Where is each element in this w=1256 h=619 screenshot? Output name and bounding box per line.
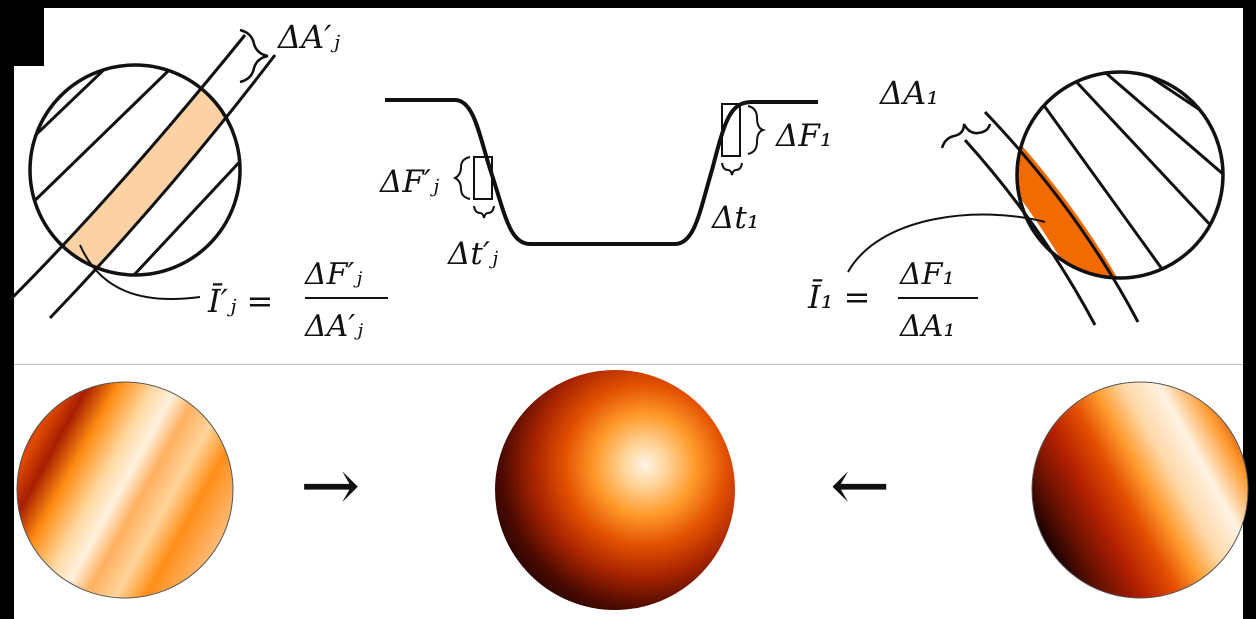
delta-f1-label: ΔF₁ xyxy=(775,118,832,154)
ingress-time-brace xyxy=(473,205,495,219)
light-curve-diagram: ΔF′ⱼ Δt′ⱼ ΔF₁ Δt₁ xyxy=(379,98,832,272)
eq-right-lhs: Ī₁ = xyxy=(807,278,870,316)
right-strip-upper-edge xyxy=(963,138,1097,326)
eq-right-numerator: ΔF₁ xyxy=(899,257,955,292)
delta-f-prime-label: ΔF′ⱼ xyxy=(379,164,440,200)
right-strip-lower-edge xyxy=(983,110,1140,323)
eq-left-denominator: ΔA′ⱼ xyxy=(304,309,363,344)
light-curve xyxy=(385,98,818,246)
panel-divider xyxy=(14,364,1243,365)
eq-left-numerator: ΔF′ⱼ xyxy=(304,257,362,292)
left-disk-outline xyxy=(28,63,242,277)
left-disk-diagram: ΔA′ⱼ Ī′ⱼ = ΔF′ⱼ ΔA′ⱼ xyxy=(8,18,388,344)
bottom-right-map xyxy=(1031,381,1249,599)
egress-step-box xyxy=(721,103,741,157)
delta-a1-label: ΔA₁ xyxy=(878,74,939,112)
right-disk-outline xyxy=(1015,70,1225,280)
eq-right-denominator: ΔA₁ xyxy=(899,309,955,344)
egress-time-brace xyxy=(721,162,743,176)
right-disk-diagram: ΔA₁ Ī₁ = ΔF₁ ΔA₁ xyxy=(807,70,1225,344)
left-light-strip xyxy=(30,65,240,275)
delta-a-prime-label: ΔA′ⱼ xyxy=(276,18,340,56)
left-pointer-line xyxy=(79,244,201,301)
arrow-left-glyph: ← xyxy=(830,443,890,527)
ingress-flux-brace xyxy=(452,156,471,200)
delta-t1-label: Δt₁ xyxy=(711,200,759,236)
right-pointer-line xyxy=(847,213,1046,273)
right-brace xyxy=(940,123,992,149)
delta-t-prime-label: Δt′ⱼ xyxy=(447,236,499,272)
corner-mask xyxy=(0,0,44,66)
left-brace xyxy=(239,28,269,84)
right-dark-region xyxy=(1017,110,1140,278)
bottom-center-map xyxy=(495,370,735,610)
eq-left-lhs: Ī′ⱼ = xyxy=(207,282,273,320)
egress-flux-brace xyxy=(747,105,767,155)
bottom-left-map xyxy=(16,381,234,599)
ingress-step-box xyxy=(473,156,493,200)
arrow-right-glyph: → xyxy=(300,443,360,527)
left-strip-lower-edge xyxy=(48,54,277,320)
left-strip-upper-edge xyxy=(8,34,247,302)
